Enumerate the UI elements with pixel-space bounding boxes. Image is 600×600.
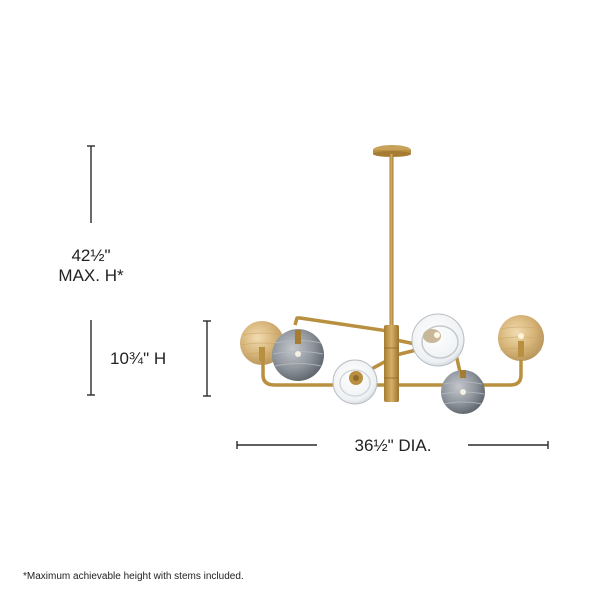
- diameter-label: 36½" DIA.: [354, 436, 432, 455]
- max-height-label: MAX. H*: [58, 266, 124, 285]
- fixture-height-label: 10¾" H: [110, 349, 167, 368]
- max-height-value: 42½": [71, 246, 111, 265]
- footnote: *Maximum achievable height with stems in…: [23, 571, 244, 582]
